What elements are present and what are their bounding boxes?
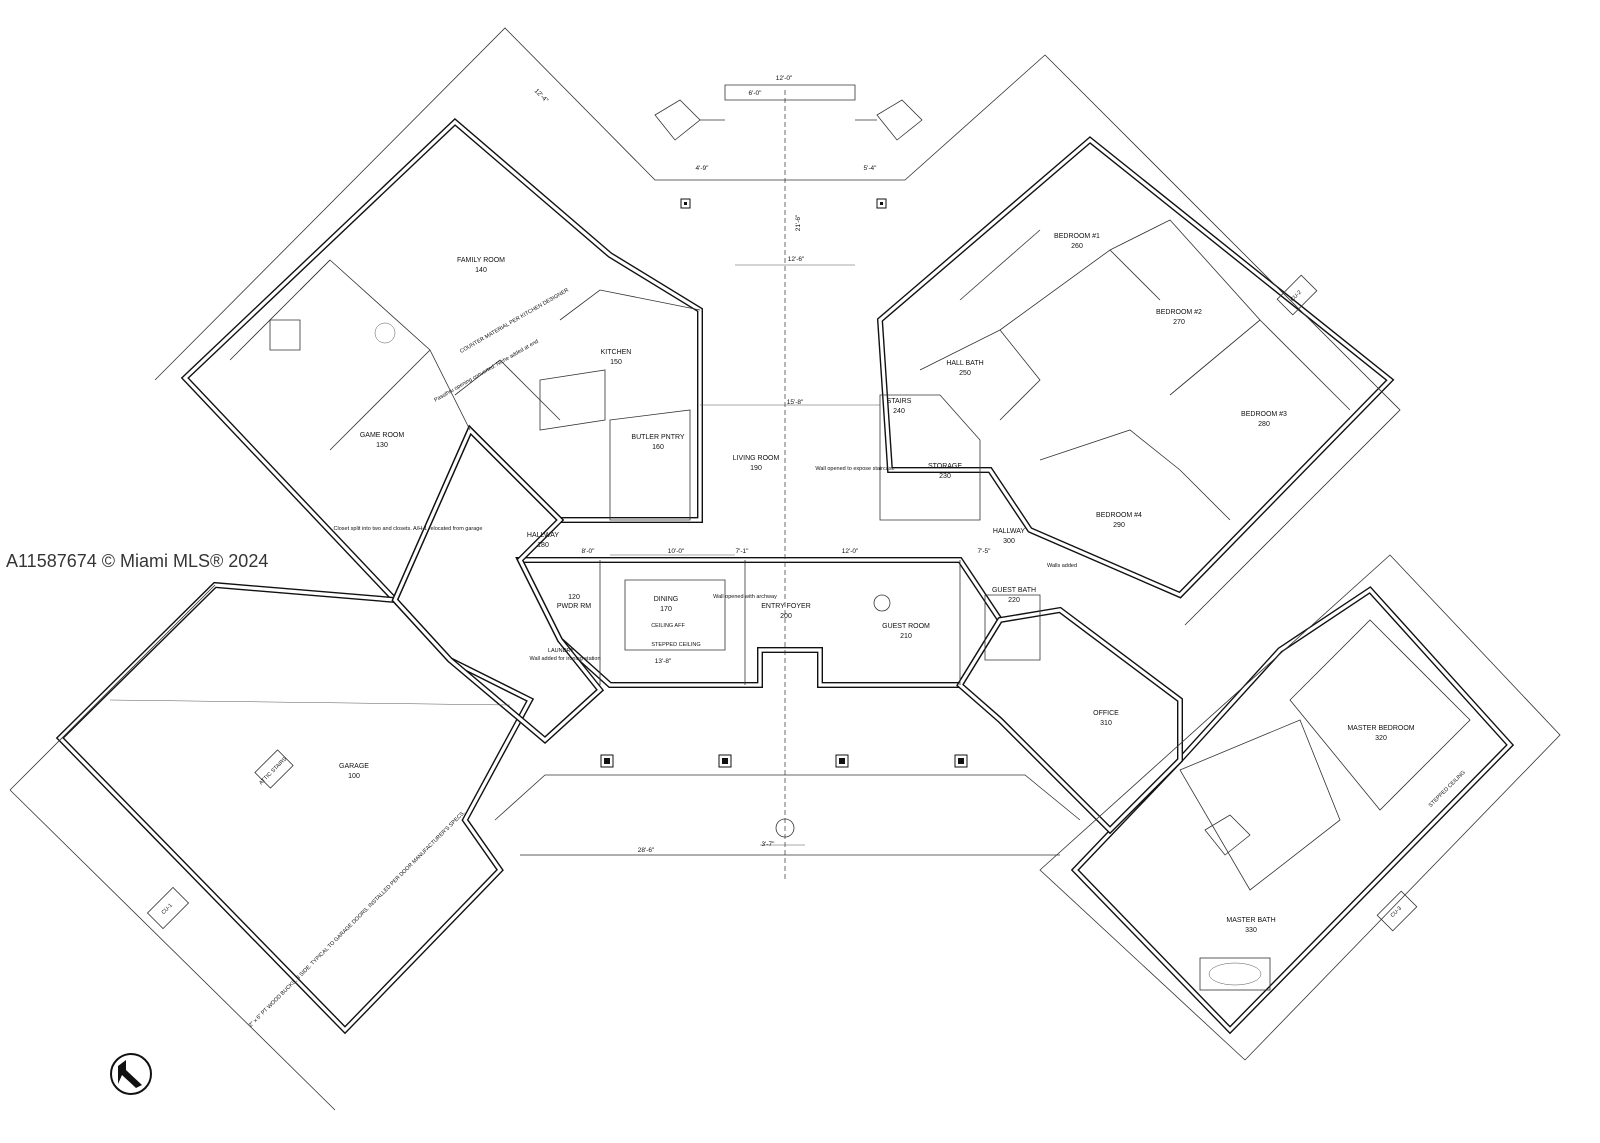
note-wood-bucks: 2" x 6" PT WOOD BUCKS, 3 SIDE. TYPICAL T… <box>248 810 467 1029</box>
note-passthru: Passthru opening converted. Niche added … <box>433 339 539 404</box>
note-ceiling-aff: CEILING AFF <box>651 623 685 629</box>
room-number-family-room: 140 <box>475 267 487 274</box>
dimension-label: 12'-0" <box>776 75 793 82</box>
room-name-entry-foyer: ENTRY FOYER <box>761 603 811 610</box>
room-number-butler-pantry: 160 <box>652 444 664 451</box>
dimension-label: 3'-7" <box>762 841 776 848</box>
dimension-label: 6'-0" <box>749 90 763 97</box>
room-name-guest-room: GUEST ROOM <box>882 623 930 630</box>
note-wall-staircase: Wall opened to expose staircase <box>815 466 894 472</box>
room-number-office: 310 <box>1100 720 1112 727</box>
dimension-label: 7'-1" <box>736 548 750 555</box>
dimension-label: 15'-8" <box>787 399 804 406</box>
room-number-garage: 100 <box>348 773 360 780</box>
room-name-dining: DINING <box>654 596 679 603</box>
room-number-storage: 230 <box>939 473 951 480</box>
room-name-guest-bath: GUEST BATH <box>992 587 1036 594</box>
dimension-label: 12'-6" <box>788 256 805 263</box>
room-name-master-bath: MASTER BATH <box>1226 917 1275 924</box>
note-closet-split: Closet split into two and closets. A/H-1… <box>334 526 483 532</box>
room-name-hall-bath: HALL BATH <box>946 360 983 367</box>
plan-notes: Passthru opening converted. Niche added … <box>248 287 1467 1028</box>
room-name-living-room: LIVING ROOM <box>733 455 780 462</box>
room-labels: FAMILY ROOM 140 KITCHEN 150 BUTLER PNTRY… <box>339 233 1415 934</box>
room-name-hallway-180: HALLWAY <box>527 532 559 539</box>
interior-walls <box>229 219 1471 991</box>
room-name-kitchen: KITCHEN <box>601 349 632 356</box>
note-walls-added: Walls added <box>1047 563 1077 569</box>
room-number-dining: 170 <box>660 606 672 613</box>
room-number-bedroom-2: 270 <box>1173 319 1185 326</box>
room-name-powder-room: PWDR RM <box>557 603 591 610</box>
room-number-master-bedroom: 320 <box>1375 735 1387 742</box>
note-attic-stairs: ATTIC STAIRS <box>258 756 288 786</box>
room-number-powder-room: 120 <box>568 594 580 601</box>
room-name-hallway-300: HALLWAY <box>993 528 1025 535</box>
equipment-cu-3: CU-3 <box>1390 906 1403 919</box>
room-name-family-room: FAMILY ROOM <box>457 257 505 264</box>
dimension-label: 28'-6" <box>638 847 655 854</box>
room-number-master-bath: 330 <box>1245 927 1257 934</box>
room-name-laundry: LAUNDRY <box>548 648 575 654</box>
room-number-stairs: 240 <box>893 408 905 415</box>
front-stairs <box>654 99 923 141</box>
dimension-labels: 12'-0" 6'-0" 4'-9" 5'-4" 21'-6" 12'-6" 1… <box>533 75 991 854</box>
note-wall-archway: Wall opened with archway <box>713 594 777 600</box>
room-name-bedroom-2: BEDROOM #2 <box>1156 309 1202 316</box>
room-number-hall-bath: 250 <box>959 370 971 377</box>
room-name-stairs: STAIRS <box>887 398 912 405</box>
center-axis <box>520 90 891 880</box>
room-number-hallway-300: 300 <box>1003 538 1015 545</box>
equipment-cu-1: CU-1 <box>161 903 174 916</box>
room-number-hallway-180: 180 <box>537 542 549 549</box>
dimension-label: 21'-6" <box>795 214 802 231</box>
north-arrow <box>110 1053 152 1095</box>
room-name-bedroom-1: BEDROOM #1 <box>1054 233 1100 240</box>
exterior-walls <box>55 117 1515 1035</box>
mls-watermark: A11587674 © Miami MLS® 2024 <box>6 551 268 571</box>
room-name-office: OFFICE <box>1093 710 1119 717</box>
room-number-bedroom-1: 260 <box>1071 243 1083 250</box>
note-ironing-station: Wall added for ironing station <box>529 656 600 662</box>
dimension-label: 8'-0" <box>582 548 596 555</box>
room-name-bedroom-4: BEDROOM #4 <box>1096 512 1142 519</box>
dimension-label: 13'-8" <box>655 658 672 665</box>
garage-notes-lines <box>109 699 511 789</box>
room-name-master-bedroom: MASTER BEDROOM <box>1347 725 1414 732</box>
room-name-garage: GARAGE <box>339 763 369 770</box>
room-number-entry-foyer: 200 <box>780 613 792 620</box>
equipment-pads <box>146 274 1418 932</box>
dimension-label: 4'-9" <box>696 165 710 172</box>
dimension-label: 7'-5" <box>978 548 992 555</box>
room-number-guest-room: 210 <box>900 633 912 640</box>
room-number-bedroom-4: 290 <box>1113 522 1125 529</box>
room-name-bedroom-3: BEDROOM #3 <box>1241 411 1287 418</box>
note-stepped-ceiling: STEPPED CEILING <box>651 642 700 648</box>
room-number-game-room: 130 <box>376 442 388 449</box>
dimension-label: 12'-0" <box>842 548 859 555</box>
room-name-game-room: GAME ROOM <box>360 432 405 439</box>
room-number-bedroom-3: 280 <box>1258 421 1270 428</box>
room-name-butler-pantry: BUTLER PNTRY <box>631 434 684 441</box>
dimension-label: 5'-4" <box>864 165 878 172</box>
columns <box>600 198 968 768</box>
dimension-label: 12'-4" <box>533 88 550 105</box>
note-stepped-ceiling-master: STEPPED CEILING <box>1428 770 1467 809</box>
room-number-guest-bath: 220 <box>1008 597 1020 604</box>
room-number-living-room: 190 <box>750 465 762 472</box>
equipment-cu-2: CU-2 <box>1290 290 1303 303</box>
dimension-label: 10'-0" <box>668 548 685 555</box>
room-number-kitchen: 150 <box>610 359 622 366</box>
note-counter-material: COUNTER MATERIAL PER KITCHEN DESIGNER <box>459 287 570 354</box>
room-name-storage: STORAGE <box>928 463 962 470</box>
